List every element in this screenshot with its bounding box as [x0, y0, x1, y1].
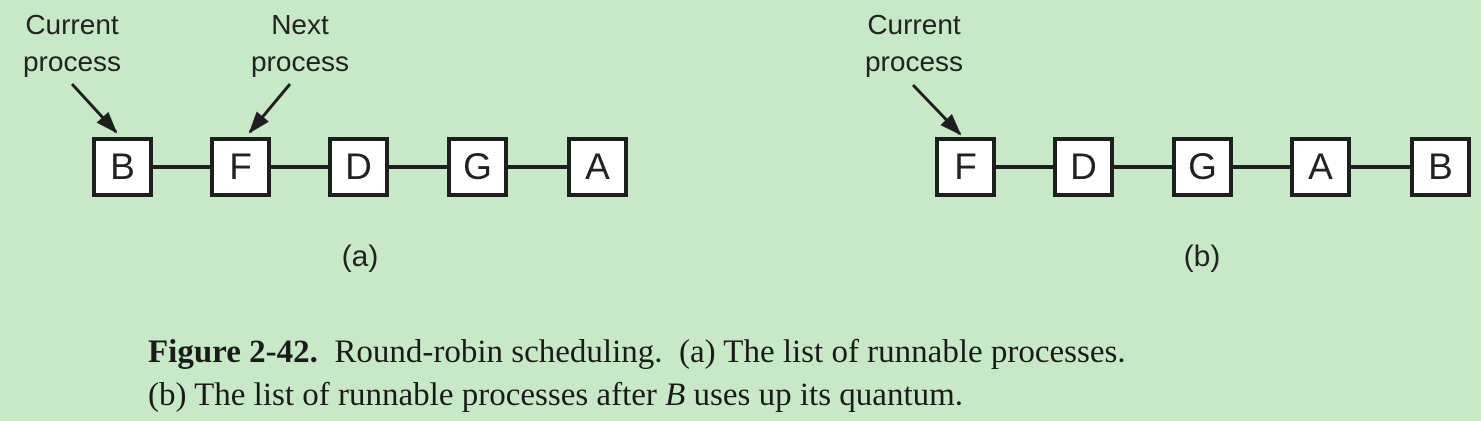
process-node-b-2: D — [1053, 137, 1114, 197]
process-letter: G — [463, 146, 492, 187]
label-current-process-b: Current process — [839, 6, 989, 80]
process-letter: A — [585, 146, 610, 187]
process-node-a-2: F — [210, 137, 271, 197]
process-node-b-1: F — [935, 137, 996, 197]
label-line: process — [864, 46, 964, 77]
process-letter: D — [345, 146, 372, 187]
process-node-b-4: A — [1290, 137, 1351, 197]
caption-line-1: Figure 2-42. Round-robin scheduling. (a)… — [148, 331, 1348, 374]
label-line: process — [22, 46, 122, 77]
sublabel-a: (a) — [341, 240, 379, 273]
figure-caption: Figure 2-42. Round-robin scheduling. (a)… — [148, 331, 1348, 417]
process-letter: F — [954, 146, 977, 187]
process-node-a-1: B — [92, 137, 153, 197]
caption-italic-b: B — [665, 377, 686, 413]
pointer-arrows — [70, 82, 962, 136]
arrow-next-process-a — [248, 83, 292, 134]
label-line: process — [250, 46, 350, 77]
label-line: Next — [271, 9, 329, 40]
process-node-a-3: D — [328, 137, 389, 197]
label-current-process-a: Current process — [0, 6, 147, 80]
process-node-b-3: G — [1172, 137, 1233, 197]
process-node-a-5: A — [567, 137, 628, 197]
process-letter: A — [1308, 146, 1333, 187]
process-letter: B — [110, 146, 135, 187]
label-line: Current — [867, 9, 961, 40]
process-node-b-5: B — [1410, 137, 1471, 197]
label-line: Current — [25, 9, 119, 40]
arrow-current-process-a — [70, 82, 118, 134]
process-letter: D — [1070, 146, 1097, 187]
process-letter: F — [229, 146, 252, 187]
process-letter: B — [1428, 146, 1453, 187]
caption-text: (b) The list of runnable processes after — [148, 377, 666, 413]
caption-text: Round-robin scheduling. (a) The list of … — [317, 334, 1126, 370]
process-node-a-4: G — [447, 137, 508, 197]
process-letter: G — [1188, 146, 1217, 187]
caption-line-2: (b) The list of runnable processes after… — [148, 374, 1348, 417]
sublabel-b: (b) — [1183, 240, 1221, 273]
caption-text: uses up its quantum. — [685, 377, 964, 413]
caption-figure-label: Figure 2-42. — [148, 334, 318, 370]
arrow-current-process-b — [911, 83, 962, 136]
label-next-process-a: Next process — [225, 6, 375, 80]
